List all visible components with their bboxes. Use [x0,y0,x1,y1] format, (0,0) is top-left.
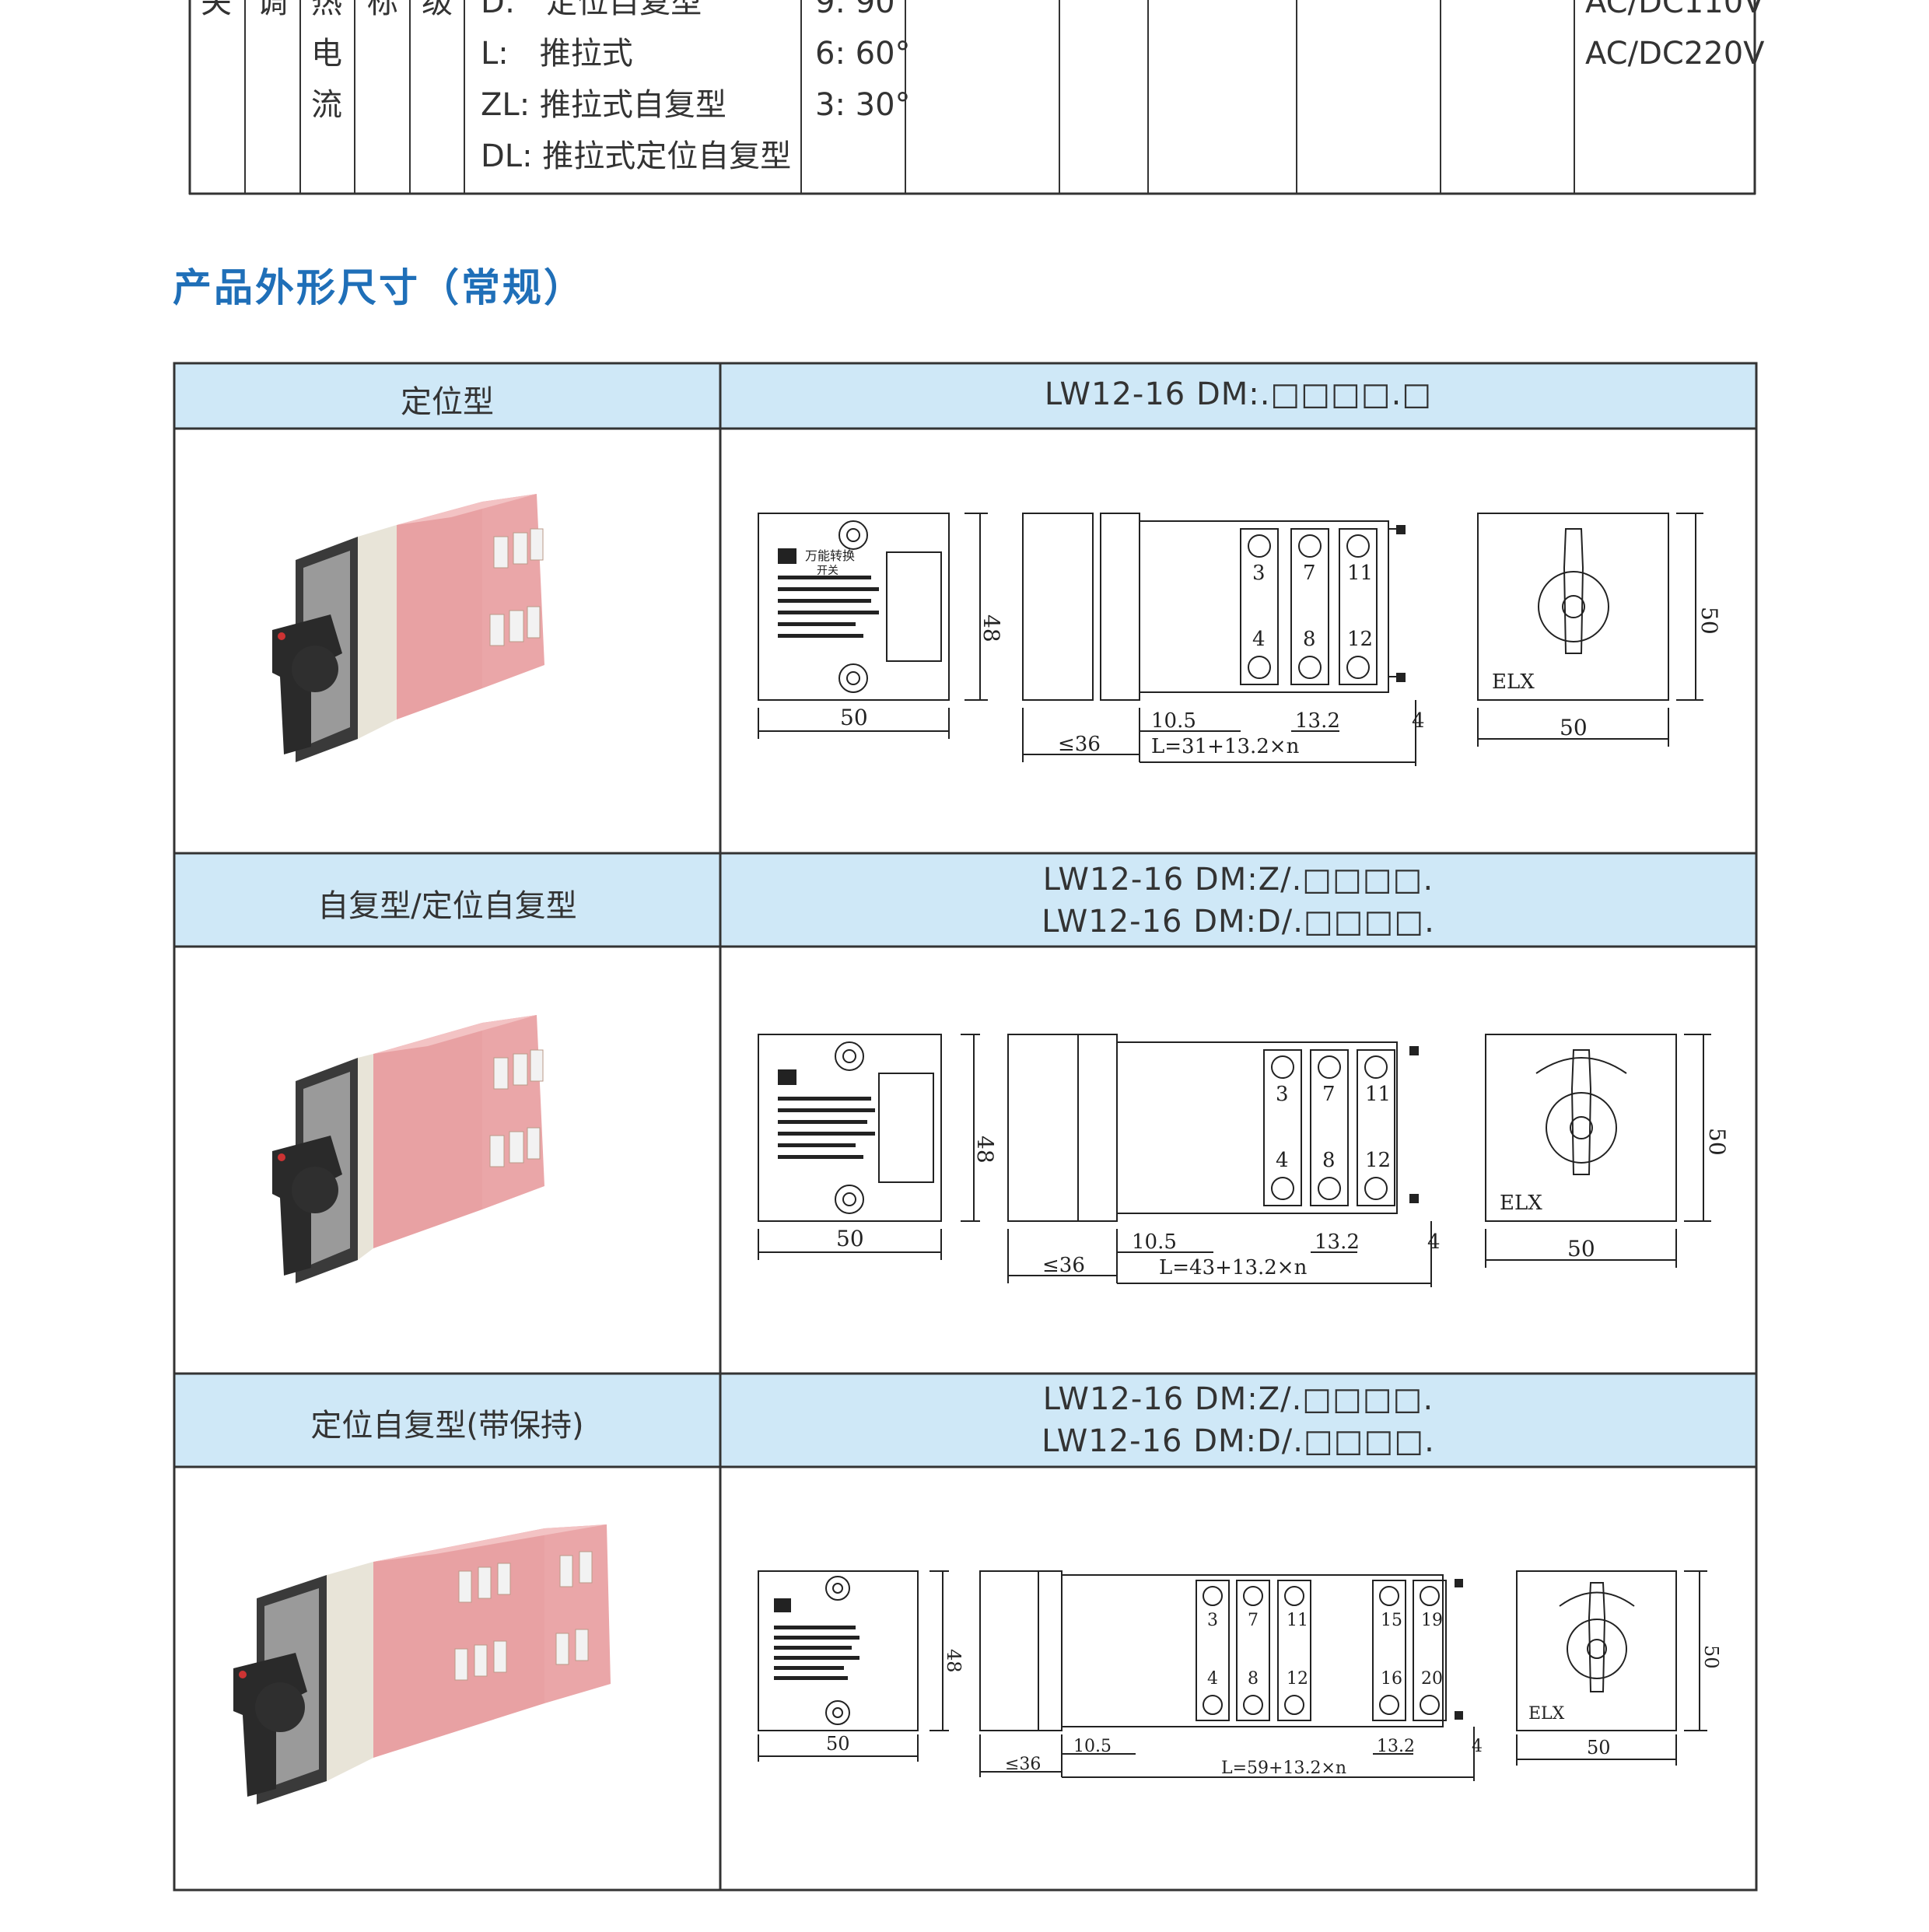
row1-type-label: 定位型 [401,384,494,420]
terminal-top-5: 19 [1421,1611,1443,1630]
switch-photo-self-reset [272,1015,544,1283]
terminal-bottom-1: 4 [1276,1149,1289,1172]
row3-type-label: 定位自复型(带保持) [310,1408,584,1444]
section-title: 产品外形尺寸（常规） [173,265,585,310]
front-height-dim: 48 [943,1649,964,1673]
terminal-bottom-2: 8 [1303,628,1316,651]
terminal-bottom-3: 12 [1347,628,1373,651]
brand-mark: ELX [1492,670,1535,694]
terminal-top-1: 3 [1252,562,1266,585]
terminal-top-2: 7 [1248,1611,1259,1630]
angle-90: 9: 90° [815,0,911,20]
angle-30: 3: 30° [815,87,911,123]
switch-photo-self-reset-hold [233,1524,611,1804]
side-offset-dim: 10.5 [1073,1737,1112,1756]
voltage-220: AC/DC220V [1585,36,1765,72]
label-plate-subtitle: 开关 [817,565,838,577]
terminal-bottom-3: 12 [1365,1149,1391,1172]
spec-cell-heat-1: 电 [311,36,342,72]
side-length-dim: L=31+13.2×n [1151,735,1300,758]
side-length-dim: L=59+13.2×n [1221,1759,1346,1778]
brand-mark: ELX [1528,1704,1565,1724]
side-depth-dim: ≤36 [1005,1755,1041,1774]
side-tail-dim: 4 [1472,1737,1483,1756]
side-depth-dim: ≤36 [1042,1254,1085,1277]
side-pitch-dim: 13.2 [1377,1737,1415,1756]
row2-header-bg [174,853,1756,947]
knob-width-dim: 50 [1567,1236,1595,1262]
terminal-bottom-2: 8 [1248,1669,1259,1689]
terminal-bottom-3: 12 [1287,1669,1308,1689]
operation-type-l: L: 推拉式 [481,36,633,72]
operation-type-dl: DL: 推拉式定位自复型 [481,138,792,174]
side-depth-dim: ≤36 [1058,733,1101,756]
side-offset-dim: 10.5 [1151,709,1196,733]
terminal-top-3: 11 [1347,562,1373,585]
drawing-self-reset: 50 48 3 7 11 4 8 12 10.5 13.2 4 ≤36 L=43… [758,1034,1730,1287]
side-tail-dim: 4 [1412,709,1425,733]
voltage-110: AC/DC110V [1585,0,1765,20]
terminal-top-3: 11 [1365,1083,1391,1106]
row2-model-line2: LW12-16 DM:D/.□□□□. [1042,904,1435,940]
knob-width-dim: 50 [1560,715,1588,740]
front-width-dim: 50 [826,1733,850,1755]
knob-height-dim: 50 [1704,1128,1730,1156]
terminal-top-1: 3 [1207,1611,1218,1630]
knob-height-dim: 50 [1700,1645,1722,1669]
front-width-dim: 50 [836,1226,864,1251]
front-height-dim: 48 [972,1136,998,1164]
terminal-top-2: 7 [1303,562,1316,585]
spec-cell-col5: 级 [422,0,453,20]
operation-type-d: D: 定位自复型 [481,0,702,20]
spec-cell-col4: 标 [367,0,398,20]
row3-model-line2: LW12-16 DM:D/.□□□□. [1042,1423,1435,1459]
terminal-top-1: 3 [1276,1083,1289,1106]
operation-type-zl: ZL: 推拉式自复型 [481,87,726,123]
side-pitch-dim: 13.2 [1315,1230,1360,1254]
drawing-positioning: 万能转换 开关 50 48 3 7 11 4 8 12 10.5 13.2 4 … [758,513,1722,766]
terminal-top-4: 15 [1381,1611,1402,1630]
row1-header-bg [174,363,1756,429]
side-pitch-dim: 13.2 [1295,709,1340,733]
knob-width-dim: 50 [1587,1737,1611,1759]
front-width-dim: 50 [840,705,868,730]
terminal-bottom-2: 8 [1322,1149,1336,1172]
row2-model-line1: LW12-16 DM:Z/.□□□□. [1042,862,1434,898]
row2-type-label: 自复型/定位自复型 [317,888,577,924]
terminal-bottom-1: 4 [1252,628,1266,651]
knob-height-dim: 50 [1696,607,1722,635]
terminal-bottom-5: 20 [1421,1669,1443,1689]
label-plate-title: 万能转换 [805,548,855,563]
terminal-top-3: 11 [1287,1611,1308,1630]
terminal-top-2: 7 [1322,1083,1336,1106]
angle-60: 6: 60° [815,36,911,72]
spec-cell-heat-2: 流 [311,87,342,123]
spec-cell-col3: 热 [311,0,342,20]
terminal-bottom-1: 4 [1207,1669,1218,1689]
spec-cell-col1: 关 [201,0,232,20]
spec-table-grid [188,0,1756,195]
switch-photo-positioning [272,494,544,762]
side-tail-dim: 4 [1427,1230,1441,1254]
front-height-dim: 48 [979,614,1004,642]
row3-header-bg [174,1374,1756,1467]
side-length-dim: L=43+13.2×n [1159,1256,1308,1279]
side-offset-dim: 10.5 [1132,1230,1177,1254]
drawing-self-reset-hold: 50 48 3 7 11 15 19 4 8 12 16 20 10.5 13.… [758,1570,1722,1781]
terminal-bottom-4: 16 [1381,1669,1402,1689]
brand-mark: ELX [1500,1192,1542,1215]
row1-model-line1: LW12-16 DM:.□□□□.□ [1044,376,1433,412]
row3-model-line1: LW12-16 DM:Z/.□□□□. [1042,1381,1434,1417]
spec-cell-col2: 调 [257,0,288,20]
